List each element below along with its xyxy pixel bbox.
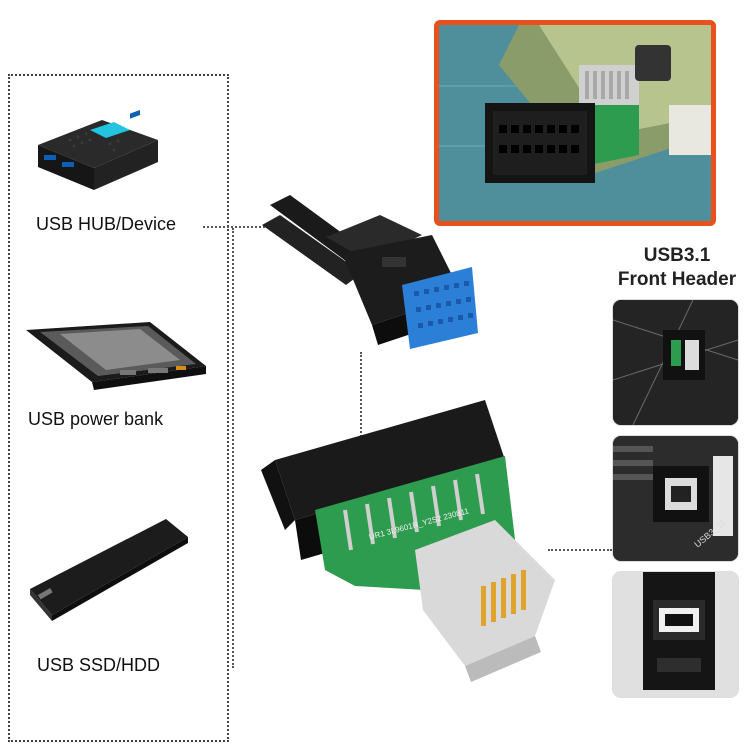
usb-hub-icon bbox=[30, 109, 160, 195]
connector-line-adapter bbox=[360, 352, 362, 472]
ssd-enclosure-icon bbox=[26, 515, 191, 625]
front-header-title-line1: USB3.1 bbox=[643, 245, 711, 266]
device-label-hub: USB HUB/Device bbox=[36, 214, 177, 234]
front-header-thumb-3 bbox=[613, 572, 738, 697]
front-header-thumb-2: USB3_1E bbox=[613, 436, 738, 561]
device-label-power-bank: USB power bank bbox=[28, 409, 164, 429]
front-header-thumb-1 bbox=[613, 300, 738, 425]
usb3-20pin-cable-connector bbox=[262, 195, 482, 355]
front-header-title-line2: Front Header bbox=[617, 269, 737, 290]
connector-line-vertical-left bbox=[232, 228, 234, 668]
connector-line-thumbs bbox=[548, 549, 612, 551]
device-panel bbox=[8, 74, 229, 742]
device-label-ssd: USB SSD/HDD bbox=[37, 655, 161, 675]
connector-line-hub bbox=[203, 226, 273, 228]
type-e-adapter bbox=[255, 360, 585, 690]
front-header-title: USB3.1 Front Header bbox=[604, 244, 750, 292]
motherboard-photo bbox=[434, 20, 716, 226]
power-bank-icon bbox=[20, 318, 210, 390]
